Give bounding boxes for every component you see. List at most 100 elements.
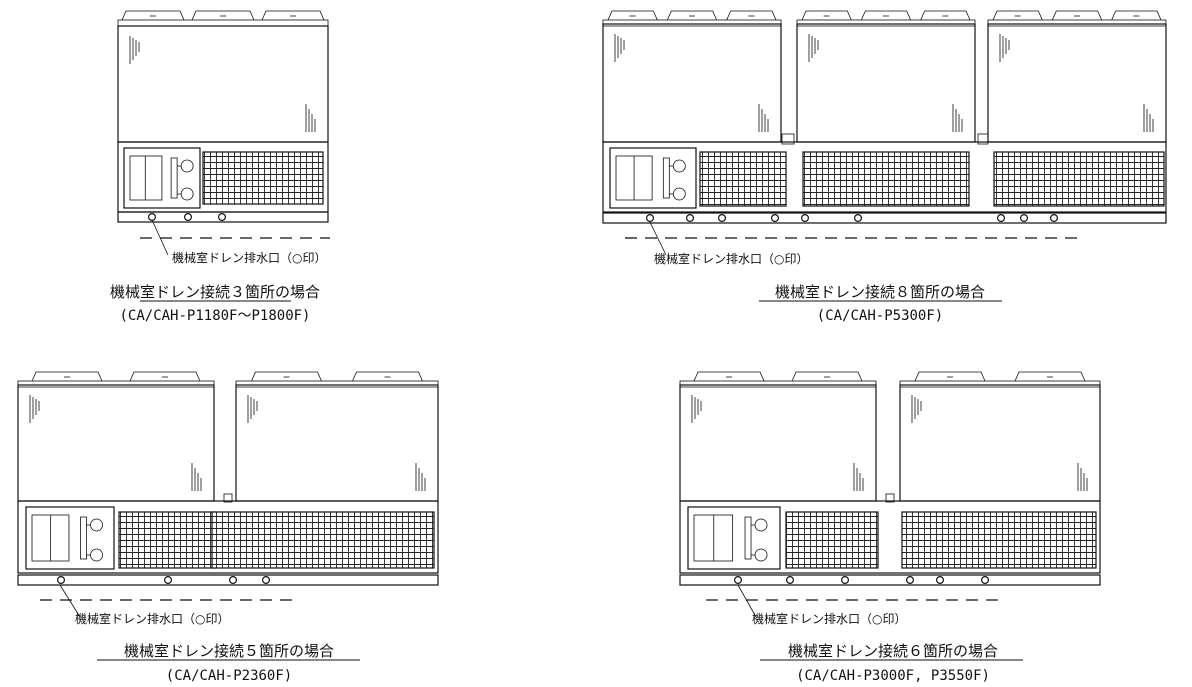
machine-room <box>25 506 115 570</box>
base-frame <box>117 211 329 223</box>
base-frame <box>17 574 439 586</box>
drain-outlet <box>840 575 849 584</box>
pipe-flange <box>754 548 768 562</box>
drain-outlet <box>800 214 809 223</box>
unit-panel-5-drains <box>17 371 439 618</box>
fan-guard <box>920 10 971 21</box>
leader-line <box>737 584 757 618</box>
drain-outlet <box>262 575 271 584</box>
lower-casing <box>602 141 1167 213</box>
unit-panel-3-drains <box>117 10 330 256</box>
drain-outlet <box>1019 214 1028 223</box>
fan-guard <box>129 371 201 382</box>
coil-panel <box>117 25 329 143</box>
panel-title: 機械室ドレン接続５箇所の場合 <box>124 642 334 660</box>
fan-guard <box>1014 371 1086 382</box>
top-casing <box>679 380 877 388</box>
machine-room <box>687 506 781 570</box>
base-frame <box>602 212 1167 224</box>
top-casing <box>602 19 782 27</box>
drain-outlet <box>56 575 65 584</box>
pipe <box>662 157 670 199</box>
coil-panel <box>679 384 877 502</box>
coil-panel <box>235 384 439 502</box>
panel-title: 機械室ドレン接続６箇所の場合 <box>788 642 998 660</box>
drain-outlet <box>645 214 654 223</box>
model-number: (CA/CAH-P1180F～P1800F) <box>119 308 310 324</box>
joint-box <box>885 493 895 503</box>
drain-outlet <box>685 214 694 223</box>
panel-title: 機械室ドレン接続８箇所の場合 <box>775 283 985 301</box>
coil-panel <box>602 23 782 143</box>
wire-mesh-guard <box>993 151 1165 207</box>
fan-guard <box>121 10 185 21</box>
drain-outlet <box>1049 214 1058 223</box>
drain-outlet-label: 機械室ドレン排水口（○印） <box>172 250 326 265</box>
fan-guard <box>693 371 765 382</box>
panel-title: 機械室ドレン接続３箇所の場合 <box>110 283 320 301</box>
pipe <box>744 516 752 560</box>
machine-room <box>609 147 697 209</box>
leader-line <box>59 584 81 618</box>
pipe-flange <box>672 187 686 201</box>
pipe <box>80 516 87 560</box>
pipe <box>170 157 178 199</box>
pipe-flange <box>90 548 103 562</box>
pipe-flange <box>180 187 194 201</box>
coil-panel <box>987 23 1167 143</box>
joint-box <box>781 133 795 145</box>
fan-guard <box>31 371 103 382</box>
coil-panel <box>899 384 1101 502</box>
drain-outlet <box>733 575 742 584</box>
drain-outlet <box>935 575 944 584</box>
lower-casing <box>17 500 439 574</box>
drain-outlet <box>229 575 238 584</box>
drain-outlet <box>980 575 989 584</box>
fan-guard <box>1051 10 1103 21</box>
model-number: (CA/CAH-P3000F, P3550F) <box>796 668 990 684</box>
unit-panel-6-drains <box>679 371 1101 618</box>
model-number: (CA/CAH-P2360F) <box>166 668 292 684</box>
top-casing <box>117 19 329 27</box>
machine-room <box>123 147 201 209</box>
top-casing <box>987 19 1167 27</box>
top-casing <box>796 19 976 27</box>
wire-mesh-guard <box>211 511 435 569</box>
unit-panel-8-drains <box>602 10 1167 256</box>
control-box <box>693 514 734 562</box>
drain-outlet <box>184 213 193 222</box>
fan-guard <box>352 371 423 382</box>
wire-mesh-guard <box>118 511 216 569</box>
pipe-flange <box>90 518 103 532</box>
drain-outlet-label: 機械室ドレン排水口（○印） <box>75 611 229 626</box>
drain-outlet-label: 機械室ドレン排水口（○印） <box>654 251 808 266</box>
drain-outlet <box>717 214 726 223</box>
drain-outlet <box>905 575 914 584</box>
fan-guard <box>251 371 322 382</box>
fan-guard <box>1111 10 1162 21</box>
pipe-flange <box>180 159 194 173</box>
fan-guard <box>801 10 852 21</box>
top-casing <box>899 380 1101 388</box>
wire-mesh-guard <box>785 511 879 569</box>
fan-guard <box>607 10 658 21</box>
fan-guard <box>191 10 255 21</box>
coil-panel <box>17 384 215 502</box>
model-number: (CA/CAH-P5300F) <box>817 308 943 324</box>
drain-outlet <box>164 575 173 584</box>
top-casing <box>17 380 215 388</box>
wire-mesh-guard <box>901 511 1097 569</box>
drain-outlet <box>770 214 779 223</box>
joint-box <box>223 493 233 503</box>
leader-line <box>649 221 667 256</box>
top-casing <box>235 380 439 388</box>
fan-guard <box>914 371 986 382</box>
wire-mesh-guard <box>202 151 324 205</box>
coil-panel <box>796 23 976 143</box>
fan-guard <box>860 10 912 21</box>
wire-mesh-guard <box>802 151 970 207</box>
drain-outlet <box>996 214 1005 223</box>
fan-guard <box>791 371 863 382</box>
base-frame <box>679 574 1101 586</box>
